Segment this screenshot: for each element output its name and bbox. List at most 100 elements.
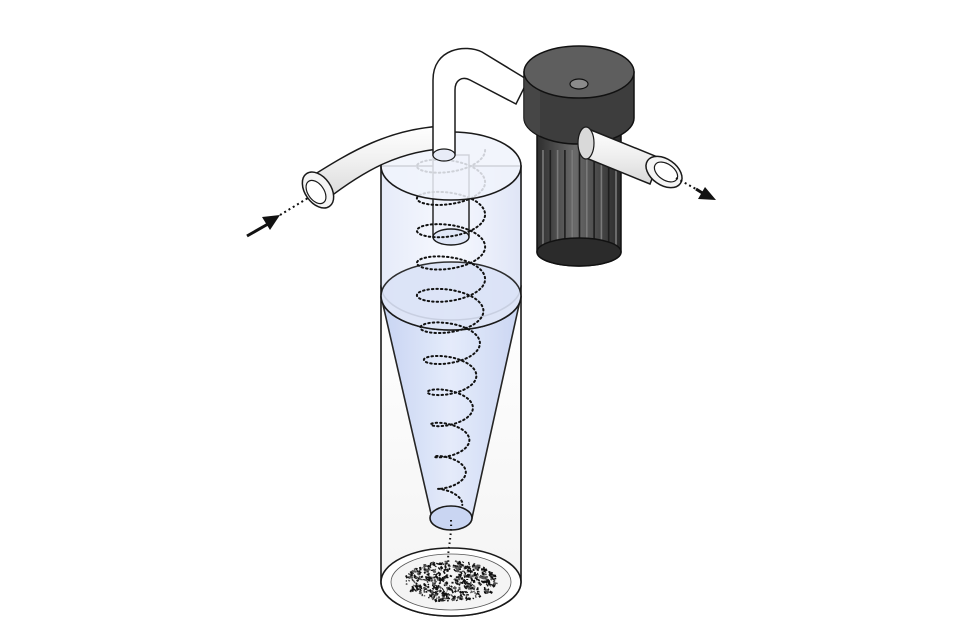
dust-particle bbox=[483, 573, 487, 576]
dust-particle bbox=[469, 570, 473, 573]
dust-particle bbox=[472, 563, 476, 567]
dust-particle bbox=[489, 590, 493, 594]
dust-particle bbox=[452, 596, 455, 600]
dust-particle bbox=[471, 584, 473, 586]
dust-particle bbox=[474, 565, 478, 569]
dust-particle bbox=[442, 570, 446, 575]
dust-particle bbox=[456, 568, 460, 573]
dust-particle bbox=[433, 576, 436, 579]
dust-particle bbox=[423, 565, 426, 570]
dust-particle bbox=[419, 578, 423, 581]
dust-particle bbox=[472, 597, 475, 600]
dust-particle bbox=[457, 589, 460, 592]
dust-particle bbox=[409, 573, 413, 577]
dust-particle bbox=[450, 585, 453, 588]
dust-particle bbox=[463, 581, 467, 585]
dust-particle bbox=[439, 589, 442, 593]
dust-particle bbox=[453, 589, 457, 593]
dust-particle bbox=[451, 590, 454, 594]
dust-particle bbox=[443, 569, 446, 572]
dust-particle bbox=[440, 568, 442, 571]
dust-particle bbox=[468, 575, 473, 579]
dust-particle bbox=[423, 590, 425, 593]
dust-particle bbox=[431, 579, 434, 582]
dust-particle bbox=[432, 596, 436, 599]
dust-particle bbox=[441, 594, 445, 597]
dust-particle bbox=[457, 565, 461, 569]
dust-particle bbox=[414, 584, 419, 589]
dust-particle bbox=[438, 586, 442, 590]
dust-particle bbox=[443, 584, 446, 587]
dust-particle bbox=[423, 571, 427, 574]
dust-particle bbox=[466, 575, 468, 578]
dust-particle bbox=[443, 575, 446, 579]
dust-particle bbox=[443, 577, 446, 580]
dust-particle bbox=[468, 587, 472, 590]
dust-particle bbox=[463, 576, 466, 578]
dust-particle bbox=[417, 571, 420, 575]
dust-particle bbox=[446, 590, 448, 592]
dust-particle bbox=[438, 573, 442, 577]
dust-particle bbox=[474, 595, 477, 598]
dust-particle bbox=[476, 592, 481, 596]
dust-particle bbox=[416, 569, 419, 573]
dust-particle bbox=[405, 575, 409, 579]
dust-particle bbox=[459, 581, 462, 585]
dust-particle bbox=[481, 571, 484, 575]
dust-particle bbox=[434, 598, 438, 603]
dust-particle bbox=[426, 569, 429, 571]
dust-particle bbox=[446, 595, 449, 597]
dust-particle bbox=[441, 595, 446, 599]
dust-particle bbox=[453, 577, 456, 581]
dust-particle bbox=[434, 594, 437, 597]
dust-particle bbox=[482, 566, 486, 569]
dust-particle bbox=[445, 562, 448, 565]
dust-particle bbox=[434, 587, 438, 591]
dust-particle bbox=[418, 575, 421, 580]
dust-particle bbox=[426, 571, 428, 573]
dust-particle bbox=[455, 575, 459, 579]
dust-particle bbox=[470, 591, 473, 594]
dust-particle bbox=[487, 588, 490, 591]
dust-particle bbox=[492, 579, 496, 583]
dust-particle bbox=[441, 587, 445, 591]
dust-particle bbox=[405, 583, 408, 586]
dust-particle bbox=[437, 571, 442, 575]
dust-particle bbox=[417, 577, 420, 580]
dust-particle bbox=[457, 597, 460, 599]
dust-particle bbox=[493, 575, 497, 578]
dust-particle bbox=[442, 562, 444, 564]
dust-particle bbox=[471, 586, 474, 590]
separation-cone bbox=[380, 261, 522, 531]
dust-particle bbox=[447, 586, 452, 591]
dust-particle bbox=[481, 576, 486, 580]
dust-particle bbox=[486, 591, 488, 594]
dust-particle bbox=[419, 590, 422, 593]
dust-particle bbox=[432, 562, 435, 566]
dust-particle bbox=[423, 586, 427, 590]
dust-particle bbox=[408, 576, 411, 579]
dust-particle bbox=[467, 593, 469, 596]
dust-particle bbox=[431, 596, 434, 599]
dust-particle bbox=[416, 579, 420, 582]
dust-particle bbox=[466, 582, 470, 585]
dust-particle bbox=[450, 598, 455, 602]
dust-particle bbox=[431, 593, 434, 596]
dust-particle bbox=[479, 583, 483, 587]
dust-particle bbox=[431, 587, 435, 590]
air-in-arrow bbox=[246, 197, 309, 238]
dust-particle bbox=[476, 572, 479, 576]
dust-particle bbox=[461, 590, 465, 595]
dust-particle bbox=[438, 576, 442, 581]
dust-particle bbox=[405, 580, 408, 582]
dust-particle bbox=[438, 578, 442, 583]
dust-collection bbox=[405, 560, 498, 603]
dust-particle bbox=[470, 577, 474, 582]
dust-particle bbox=[452, 564, 455, 567]
dust-particle bbox=[423, 595, 426, 597]
dust-particle bbox=[462, 593, 466, 596]
dust-particle bbox=[429, 563, 432, 567]
dust-particle bbox=[442, 563, 445, 566]
dust-particle bbox=[448, 567, 451, 570]
dust-particle bbox=[492, 585, 495, 587]
